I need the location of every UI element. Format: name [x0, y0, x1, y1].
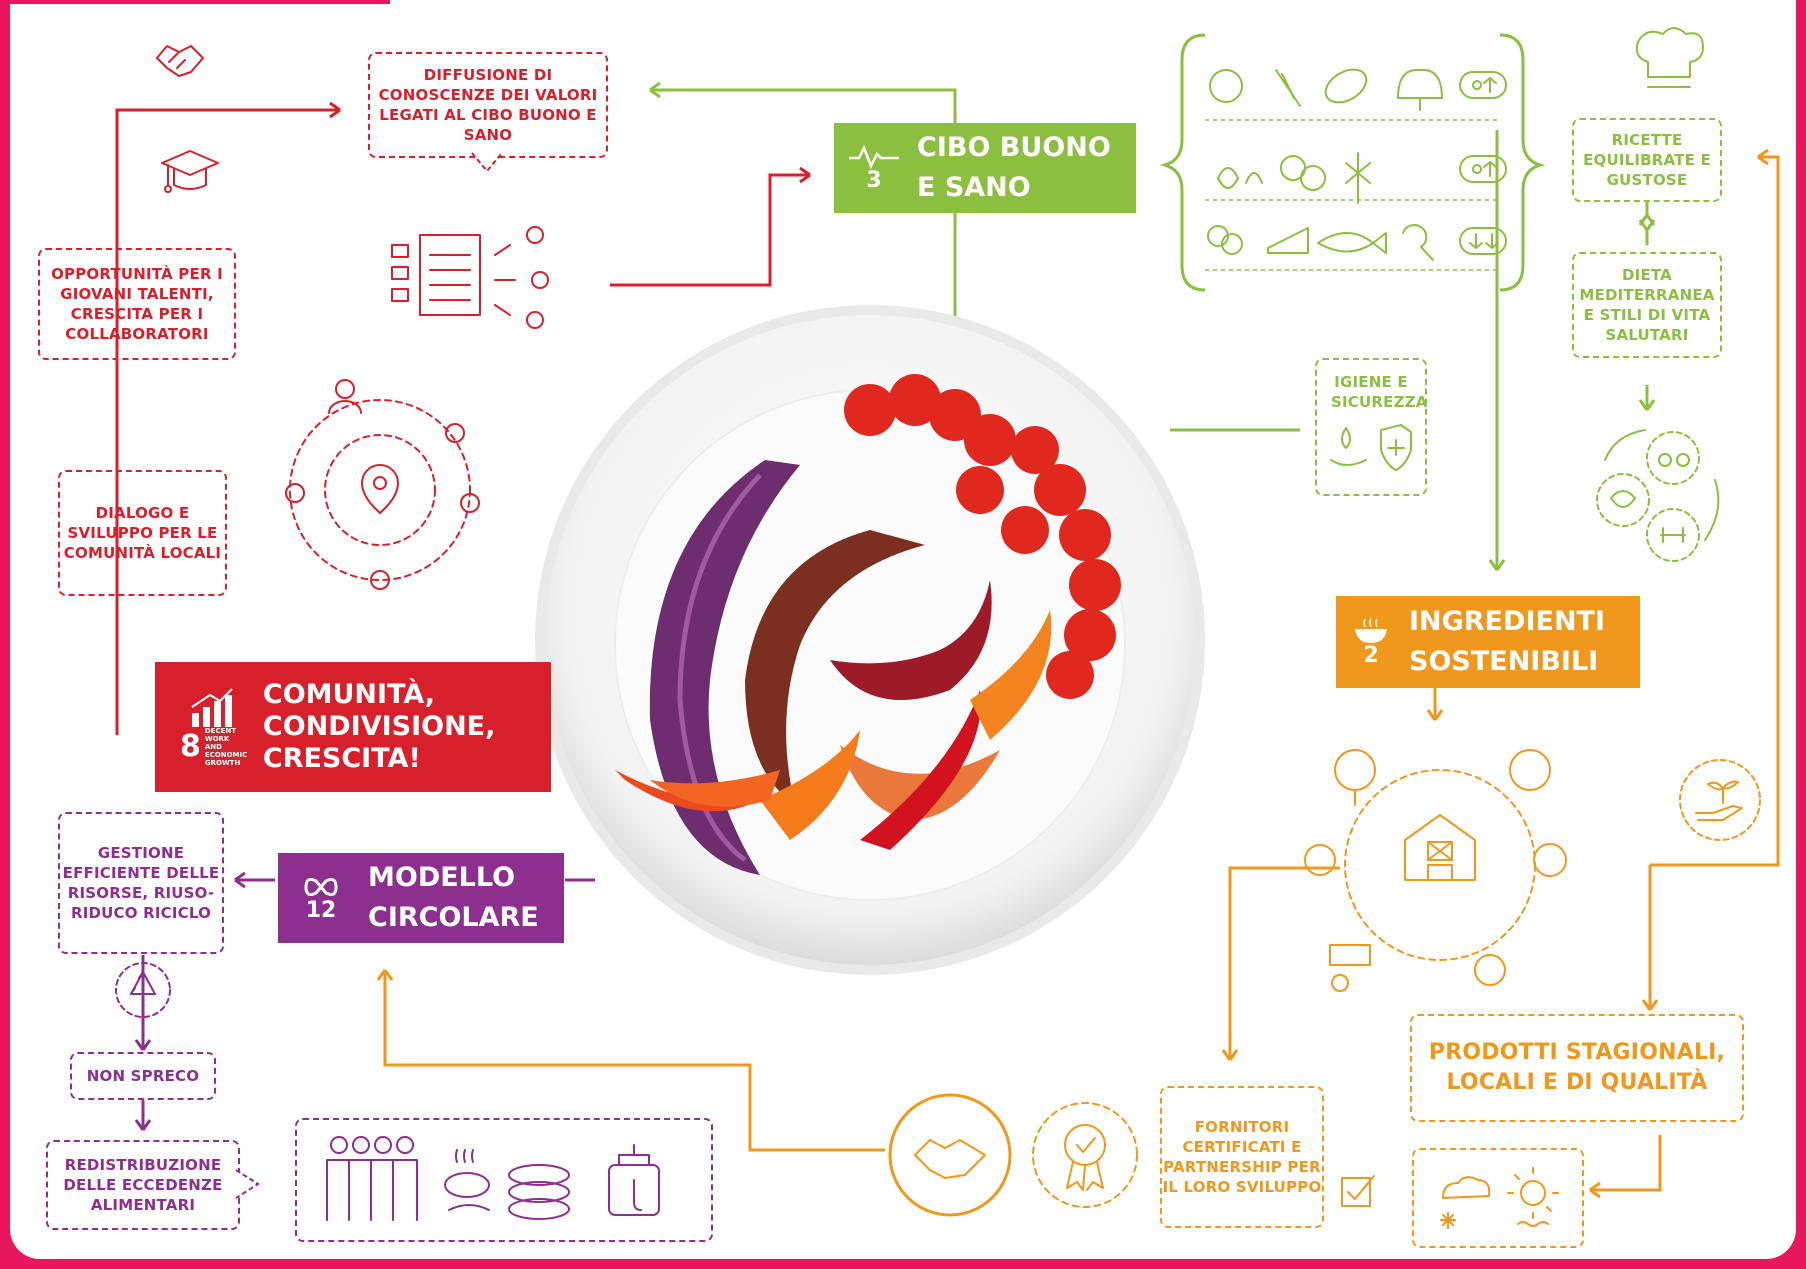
frame-top-edge	[10, 0, 390, 4]
banner-line: CRESCITA!	[262, 743, 421, 774]
infinity-icon	[304, 878, 338, 896]
barn-icon	[1404, 814, 1476, 881]
igiene-box: IGIENE E SICUREZZA	[1315, 358, 1427, 496]
cheese-icon	[1267, 227, 1309, 254]
banner-line: CIBO BUONO	[917, 132, 1111, 163]
growth-chart-icon	[191, 688, 234, 727]
food-serving-icon	[444, 1172, 490, 1198]
dialogo-box: DIALOGO E SVILUPPO PER LE COMUNITÀ LOCAL…	[58, 470, 227, 596]
modello-banner: 12 MODELLO CIRCOLARE	[278, 853, 564, 943]
cooking-pot-icon	[608, 1164, 660, 1216]
prodotti-box: PRODOTTI STAGIONALI, LOCALI E DI QUALITÀ	[1410, 1014, 1744, 1122]
opportunita-box: OPPORTUNITÀ PER I GIOVANI TALENTI, CRESC…	[38, 248, 236, 360]
banner-line: CIRCOLARE	[368, 902, 539, 933]
seasonal-icons-box	[1412, 1148, 1584, 1248]
sdg-12-badge: 12	[292, 874, 350, 922]
certificate-badge-icon	[1064, 1124, 1106, 1166]
sdg-3-badge: 3	[849, 144, 899, 192]
grapes-icon	[1509, 749, 1551, 791]
diffusione-box: DIFFUSIONE DI CONOSCENZE DEI VALORI LEGA…	[368, 52, 608, 158]
sdg-2-badge: 2	[1351, 617, 1391, 667]
people-food-icons	[326, 1136, 660, 1221]
hygiene-shield-icon	[1330, 424, 1412, 471]
cibo-banner: 3 CIBO BUONO E SANO	[834, 123, 1136, 213]
grain-icon	[1345, 152, 1371, 204]
connector-lines	[115, 33, 1780, 1199]
banner-line: COMUNITÀ,	[262, 679, 436, 710]
plate-with-food	[535, 305, 1205, 975]
gestione-box: GESTIONE EFFICIENTE DELLE RISORSE, RIUSO…	[58, 812, 224, 954]
banner-line: INGREDIENTI	[1409, 606, 1606, 637]
redistribuzione-box: REDISTRIBUZIONE DELLE ECCEDENZE ALIMENTA…	[46, 1140, 240, 1230]
partnership-certificate-icons	[888, 1093, 1138, 1217]
fornitori-box: FORNITORI CERTIFICATI E PARTNERSHIP PER …	[1160, 1086, 1324, 1228]
speech-tail	[235, 1169, 260, 1199]
ricette-box: RICETTE EQUILIBRATE E GUSTOSE	[1572, 118, 1722, 202]
food-groups-grid	[1207, 68, 1507, 261]
steam-icon	[455, 1149, 474, 1163]
healthy-lifestyle-cycle-icon	[1596, 429, 1720, 562]
cloud-icon	[1442, 1176, 1491, 1199]
igiene-label: IGIENE E SICUREZZA	[1331, 373, 1428, 411]
chicken-leg-icon	[1402, 224, 1434, 261]
carrot-icon	[1275, 69, 1301, 107]
plates-stack-icon	[508, 1164, 570, 1186]
weather-season-icons	[1440, 1167, 1559, 1229]
checklist-icon	[1341, 1175, 1375, 1207]
apple-icon	[1209, 69, 1243, 103]
banner-line: E SANO	[917, 172, 1031, 203]
chef-hat-icon	[1635, 27, 1704, 88]
bowl-icon	[1355, 618, 1387, 643]
hand-plant-icon	[1679, 759, 1761, 841]
community-map-pin-icon	[285, 379, 480, 590]
fish-icon	[1317, 232, 1387, 254]
document-ideas-icon	[391, 226, 549, 329]
graduation-cap-icon	[161, 150, 219, 193]
sdg-number: 8	[180, 729, 201, 764]
chicken-icon	[1304, 844, 1336, 876]
non-spreco-box: NON SPRECO	[70, 1052, 216, 1100]
sun-icon	[1520, 1180, 1546, 1206]
sdg-number: 3	[866, 168, 882, 193]
handshake-icon	[914, 1139, 986, 1179]
sdg-number: 2	[1363, 643, 1379, 668]
tree-icon	[1474, 954, 1506, 986]
broccoli-icon	[1397, 68, 1443, 111]
speech-tail	[471, 152, 503, 173]
people-group-icon	[326, 1159, 418, 1221]
infographic-canvas: DIFFUSIONE DI CONOSCENZE DEI VALORI LEGA…	[10, 0, 1796, 1259]
sdg-caption: DECENT WORK AND ECONOMIC GROWTH	[204, 727, 248, 767]
banner-line: SOSTENIBILI	[1409, 646, 1599, 677]
tree-icon	[1334, 749, 1376, 791]
nuts-icon	[1300, 165, 1326, 191]
recycle-icon	[115, 962, 171, 1018]
dumbbell-icon	[1660, 527, 1686, 543]
peas-icon	[1324, 68, 1368, 104]
snowflake-icon	[1440, 1212, 1456, 1229]
legumes-icon	[1217, 167, 1263, 189]
bike-icon	[1658, 453, 1672, 467]
redistribution-icons-box	[295, 1118, 713, 1242]
heartbeat-icon	[849, 144, 899, 170]
tractor-icon	[1329, 944, 1371, 992]
eggs-icon	[1221, 233, 1243, 255]
heart-icon	[1610, 490, 1636, 508]
banner-line: CONDIVISIONE,	[262, 711, 496, 742]
banner-line: MODELLO	[368, 862, 516, 893]
handshake-icon	[156, 45, 204, 77]
ingredienti-banner: 2 INGREDIENTI SOSTENIBILI	[1336, 596, 1640, 688]
dieta-box: DIETA MEDITERRANEA E STILI DI VITA SALUT…	[1572, 252, 1722, 358]
farm-cycle-icon	[1304, 749, 1567, 992]
sdg-number: 12	[305, 898, 337, 923]
